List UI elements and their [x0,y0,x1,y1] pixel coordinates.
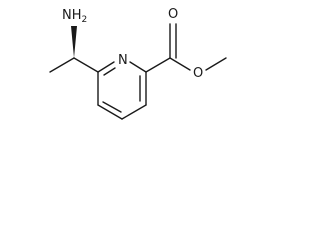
bond-c4-c5-inner [102,101,122,113]
bond-ester-o-methyl [205,57,227,71]
bond-c3-c4 [121,104,147,120]
bond-carbonyl-ester-o [169,57,191,71]
structure-diagram: NH2 N O O [0,0,250,134]
pyridine-ring [97,61,147,120]
bond-c6-chiral [73,57,99,73]
wedge-bond-chiral-amine [71,26,77,58]
bond-c4-c5 [97,104,123,120]
amine-label: NH2 [62,8,87,25]
bond-c2-carbonyl [145,57,171,73]
bond-n1-c2 [129,61,147,73]
ester-oxygen-label: O [193,66,203,81]
ring-nitrogen-label: N [118,53,128,68]
bond-n1-c6 [97,61,115,73]
bond-n1-c6-inner [103,67,116,76]
molecule-svg: NH2 N O O [49,7,227,120]
bond-chiral-methyl [49,57,75,73]
carbonyl-oxygen-label: O [168,7,178,22]
substituent-bonds [49,23,227,73]
